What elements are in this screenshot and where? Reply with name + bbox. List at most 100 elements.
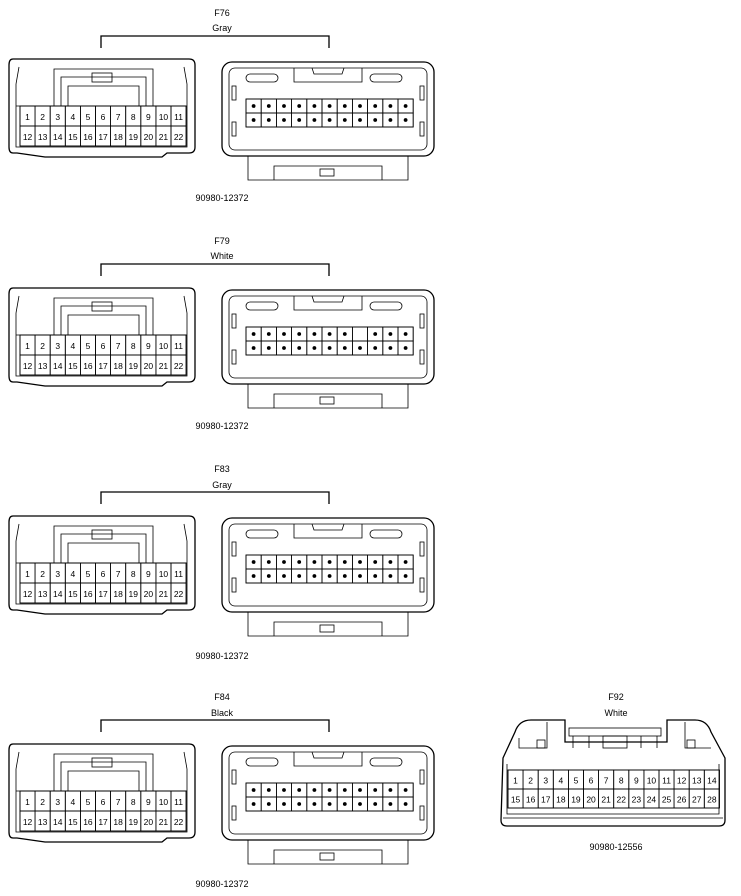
pin-number: 11 bbox=[174, 112, 183, 122]
part-number-f79: 90980-12372 bbox=[195, 421, 249, 431]
socket-terminal-dot bbox=[342, 802, 347, 806]
socket-terminal-dot bbox=[282, 802, 286, 806]
female-top-lock bbox=[293, 67, 363, 83]
connector-color-f79: White bbox=[210, 251, 234, 261]
part-number-f92: 90980-12556 bbox=[589, 842, 643, 852]
socket-terminal-dot bbox=[312, 104, 317, 108]
socket-terminal-dot bbox=[327, 118, 332, 122]
female-bottom-tab bbox=[247, 840, 409, 865]
pin-number: 21 bbox=[159, 361, 169, 371]
socket-terminal-dot bbox=[266, 332, 271, 336]
female-bottom-tab bbox=[247, 156, 409, 181]
socket-terminal-dot bbox=[327, 332, 332, 336]
part-number-f84: 90980-12372 bbox=[195, 879, 249, 889]
connector-bracket bbox=[100, 491, 330, 504]
pin-number: 7 bbox=[116, 112, 121, 122]
female-side-rib bbox=[419, 541, 425, 557]
socket-terminal-dot bbox=[373, 560, 378, 564]
male-latch bbox=[53, 753, 154, 791]
pin-number: 15 bbox=[68, 361, 78, 371]
pin-number: 5 bbox=[86, 112, 91, 122]
socket-terminal-dot bbox=[342, 346, 347, 350]
pin-number: 6 bbox=[589, 776, 594, 786]
male-latch bbox=[53, 525, 154, 563]
female-slot bbox=[369, 73, 403, 83]
pin-number: 4 bbox=[70, 341, 75, 351]
socket-terminal-dot bbox=[327, 788, 332, 792]
pin-number: 3 bbox=[543, 776, 548, 786]
pin-number: 8 bbox=[131, 797, 136, 807]
pin-number: 15 bbox=[68, 817, 78, 827]
socket-terminal-dot bbox=[388, 346, 393, 350]
socket-terminal-dot bbox=[297, 332, 302, 336]
pin-number: 13 bbox=[38, 132, 48, 142]
socket-terminal-dot bbox=[266, 346, 271, 350]
connector-code-f84: F84 bbox=[214, 692, 230, 702]
pin-cell bbox=[170, 125, 187, 147]
pin-number: 11 bbox=[662, 776, 671, 786]
pin-number: 20 bbox=[144, 817, 154, 827]
pin-number: 10 bbox=[159, 797, 169, 807]
pin-number: 2 bbox=[40, 112, 45, 122]
pin-number: 7 bbox=[116, 341, 121, 351]
pin-number: 4 bbox=[558, 776, 563, 786]
socket-terminal-dot bbox=[282, 104, 286, 108]
pin-number: 1 bbox=[25, 112, 30, 122]
socket-terminal-dot bbox=[342, 104, 347, 108]
socket-cell bbox=[397, 568, 414, 584]
pin-number: 11 bbox=[174, 341, 183, 351]
pin-number: 17 bbox=[98, 589, 108, 599]
pin-number: 13 bbox=[38, 589, 48, 599]
socket-terminal-dot bbox=[297, 788, 302, 792]
female-inner-outline bbox=[228, 67, 428, 151]
pin-number: 2 bbox=[40, 569, 45, 579]
female-bottom-key bbox=[319, 852, 335, 861]
pin-number: 1 bbox=[513, 776, 518, 786]
female-slot bbox=[245, 73, 279, 83]
female-housing bbox=[221, 745, 435, 841]
socket-terminal-dot bbox=[266, 574, 271, 578]
pin-number: 11 bbox=[174, 569, 183, 579]
socket-terminal-dot bbox=[251, 560, 256, 564]
f92-latch bbox=[568, 727, 662, 737]
socket-terminal-dot bbox=[403, 118, 408, 122]
female-side-rib bbox=[419, 805, 425, 821]
male-inner-outline bbox=[15, 66, 188, 148]
socket-terminal-dot bbox=[373, 788, 378, 792]
socket-terminal-dot bbox=[312, 118, 317, 122]
connector-color-f83: Gray bbox=[212, 480, 232, 490]
pin-number: 21 bbox=[159, 132, 169, 142]
socket-terminal-dot bbox=[373, 574, 378, 578]
pin-number: 12 bbox=[23, 361, 33, 371]
female-bottom-key bbox=[319, 168, 335, 177]
female-slot bbox=[369, 301, 403, 311]
pin-cell bbox=[170, 582, 187, 604]
socket-terminal-dot bbox=[282, 346, 286, 350]
pin-number: 5 bbox=[574, 776, 579, 786]
pin-number: 22 bbox=[174, 132, 184, 142]
socket-terminal-dot bbox=[342, 118, 347, 122]
male-latch bbox=[53, 297, 154, 335]
female-side-rib bbox=[231, 541, 237, 557]
f92-inner-outline bbox=[503, 722, 723, 819]
pin-number: 22 bbox=[174, 361, 184, 371]
socket-cell bbox=[397, 112, 414, 128]
pin-number: 16 bbox=[83, 817, 93, 827]
female-bottom-key bbox=[319, 396, 335, 405]
pin-number: 4 bbox=[70, 569, 75, 579]
pin-cell bbox=[170, 354, 187, 376]
socket-terminal-dot bbox=[251, 118, 256, 122]
socket-terminal-dot bbox=[282, 574, 286, 578]
socket-cell bbox=[351, 326, 368, 342]
connector-code-f83: F83 bbox=[214, 464, 230, 474]
pin-number: 18 bbox=[113, 589, 123, 599]
pin-number: 19 bbox=[571, 795, 581, 805]
connector-code-f92: F92 bbox=[608, 692, 624, 702]
socket-cell bbox=[397, 340, 414, 356]
connector-code-f79: F79 bbox=[214, 236, 230, 246]
female-side-rib bbox=[231, 577, 237, 593]
f92-latch-ribs bbox=[572, 736, 658, 748]
pin-number: 19 bbox=[129, 817, 139, 827]
